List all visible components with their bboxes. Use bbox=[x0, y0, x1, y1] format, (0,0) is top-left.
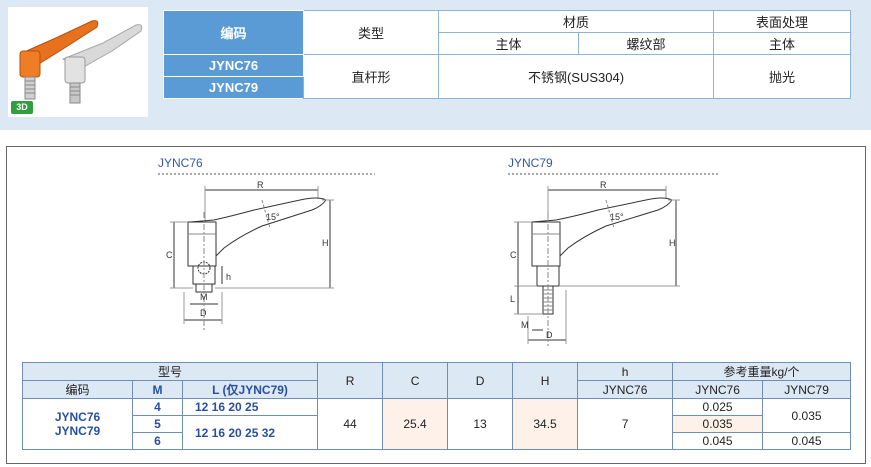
dims-w76-row-3: 0.045 bbox=[672, 432, 764, 450]
label-angle-right: 15° bbox=[610, 212, 624, 222]
dims-w76-row-1: 0.025 bbox=[672, 398, 764, 416]
spec-surface-body-header: 主体 bbox=[713, 32, 852, 55]
dims-M-row-3: 6 bbox=[132, 432, 183, 450]
grey-lever-icon bbox=[61, 24, 143, 104]
dims-code-header: 编码 bbox=[22, 380, 133, 399]
dims-C-header: C bbox=[382, 362, 449, 399]
spec-material-thread-header: 螺纹部 bbox=[577, 32, 715, 55]
spec-surface-value: 抛光 bbox=[713, 54, 852, 99]
dims-H-header: H bbox=[512, 362, 579, 399]
dims-M-row-1: 4 bbox=[132, 398, 183, 416]
spec-table: 编码 类型 材质 表面处理 主体 螺纹部 主体 JYNC76 直杆形 不锈钢(S… bbox=[163, 10, 852, 99]
dims-w76-header: JYNC76 bbox=[672, 380, 764, 399]
dims-code-line-2: JYNC79 bbox=[54, 424, 101, 438]
dims-M-row-2: 5 bbox=[132, 415, 183, 433]
label-R-left: R bbox=[257, 180, 264, 190]
drawing-jync79 bbox=[514, 186, 680, 346]
spec-material-body-header: 主体 bbox=[438, 32, 579, 55]
label-L-right: L bbox=[510, 294, 515, 304]
dims-C-value: 25.4 bbox=[382, 398, 449, 450]
label-M-right: M bbox=[521, 320, 529, 330]
dims-w79-row-1: 0.035 bbox=[762, 398, 852, 433]
dims-h-sub-header: JYNC76 bbox=[577, 380, 674, 399]
dimensions-table: 型号 R C D H h 参考重量kg/个 编码 M L (仅JYNC79) J… bbox=[21, 362, 852, 450]
dims-L-header: L (仅JYNC79) bbox=[181, 380, 319, 399]
label-H-right: H bbox=[669, 238, 676, 248]
label-C-right: C bbox=[510, 250, 517, 260]
dims-D-value: 13 bbox=[447, 398, 514, 450]
product-photo: 3D bbox=[8, 7, 148, 117]
spec-surface-header: 表面处理 bbox=[713, 10, 852, 33]
label-M-left: M bbox=[200, 292, 208, 302]
drawing-right-title: JYNC79 bbox=[508, 156, 553, 170]
spec-code-2: JYNC79 bbox=[163, 76, 304, 99]
dims-w76-row-2: 0.035 bbox=[672, 415, 764, 433]
orange-lever-icon bbox=[19, 20, 99, 100]
spec-material-header: 材质 bbox=[437, 10, 715, 33]
dims-h-header: h bbox=[577, 362, 674, 381]
dims-D-header: D bbox=[447, 362, 514, 399]
badge-3d: 3D bbox=[11, 101, 33, 114]
spec-code-header: 编码 bbox=[163, 10, 304, 55]
label-R-right: R bbox=[600, 180, 607, 190]
dims-H-value: 34.5 bbox=[512, 398, 579, 450]
clamping-lever-image bbox=[19, 20, 143, 104]
drawing-jync76 bbox=[170, 186, 334, 330]
dims-h-value: 7 bbox=[577, 398, 674, 450]
dims-L-row-2: 12 16 20 25 32 bbox=[181, 415, 319, 450]
dims-L-row-1: 12 16 20 25 bbox=[181, 398, 319, 416]
spec-code-1: JYNC76 bbox=[163, 54, 304, 77]
label-D-right: D bbox=[546, 330, 553, 340]
dims-R-value: 44 bbox=[317, 398, 384, 450]
label-D-left: D bbox=[200, 308, 207, 318]
spec-material-value: 不锈钢(SUS304) bbox=[437, 54, 715, 99]
label-h-left: h bbox=[226, 272, 231, 282]
dims-weight-group-header: 参考重量kg/个 bbox=[672, 362, 852, 381]
drawing-left-title: JYNC76 bbox=[158, 156, 203, 170]
dims-M-header: M bbox=[132, 380, 183, 399]
spec-type-header: 类型 bbox=[303, 10, 439, 55]
dims-R-header: R bbox=[317, 362, 384, 399]
dims-model-group-header: 型号 bbox=[21, 362, 319, 381]
dims-w79-row-2: 0.045 bbox=[762, 432, 852, 450]
dims-code-line-1: JYNC76 bbox=[54, 410, 101, 424]
label-H-left: H bbox=[322, 238, 329, 248]
dims-w79-header: JYNC79 bbox=[762, 380, 852, 399]
dims-code-cell: JYNC76 JYNC79 bbox=[22, 398, 133, 450]
spec-type-value: 直杆形 bbox=[303, 54, 439, 99]
label-angle-left: 15° bbox=[266, 212, 280, 222]
label-C-left: C bbox=[166, 250, 173, 260]
